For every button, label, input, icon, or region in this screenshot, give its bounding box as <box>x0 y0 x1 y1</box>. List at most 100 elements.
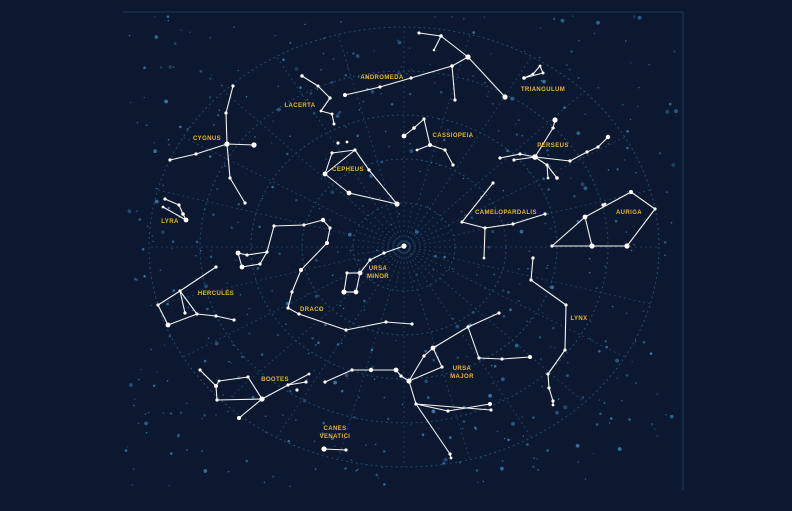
background-star <box>332 58 335 60</box>
background-star <box>377 477 380 479</box>
pole-line <box>394 246 405 291</box>
background-star <box>138 218 142 221</box>
background-star <box>542 312 544 314</box>
pole-line <box>403 246 453 263</box>
background-star <box>408 47 411 49</box>
hercules-line <box>167 313 198 326</box>
background-star <box>555 410 559 415</box>
background-star <box>276 333 280 337</box>
background-star <box>491 103 494 105</box>
background-star <box>144 421 149 426</box>
ursa-major-star <box>422 354 426 358</box>
background-star <box>390 223 393 226</box>
background-star <box>171 240 175 243</box>
background-star <box>324 323 327 327</box>
background-star <box>599 412 602 416</box>
background-star <box>491 230 495 233</box>
background-star <box>532 416 535 419</box>
background-star <box>162 184 164 186</box>
background-star <box>172 289 176 292</box>
background-star <box>277 85 280 88</box>
background-star <box>477 266 480 268</box>
hercules-star <box>195 312 199 316</box>
background-star <box>340 389 344 393</box>
background-star <box>209 36 212 39</box>
draco-line <box>237 252 243 268</box>
background-star <box>352 52 355 55</box>
ursa-major-star <box>449 456 453 460</box>
background-star <box>355 54 360 58</box>
background-star <box>162 412 165 414</box>
cepheus-line <box>348 192 398 205</box>
background-star <box>668 102 672 106</box>
background-star <box>406 72 408 75</box>
background-star <box>413 280 415 282</box>
background-star <box>526 443 529 446</box>
background-star <box>166 15 170 18</box>
andromeda-line <box>344 86 381 96</box>
background-star <box>237 203 241 206</box>
hour-line <box>157 257 355 305</box>
background-star <box>546 264 549 267</box>
background-star <box>642 310 645 312</box>
background-star <box>581 396 585 399</box>
background-star <box>462 420 466 423</box>
background-star <box>143 66 146 70</box>
background-star <box>154 199 159 204</box>
ursa-minor-line <box>369 252 385 261</box>
ursa-major-star <box>466 325 470 329</box>
background-star <box>171 247 173 250</box>
background-star <box>622 104 624 106</box>
background-stars <box>124 15 678 488</box>
background-star <box>673 50 676 53</box>
background-star <box>318 308 322 311</box>
background-star <box>152 240 154 243</box>
background-star <box>144 413 147 415</box>
constellation-lacerta <box>300 74 336 126</box>
background-star <box>434 82 436 84</box>
background-star <box>431 409 436 414</box>
background-star <box>337 112 340 115</box>
bootes-star <box>304 380 308 384</box>
cygnus-star <box>224 111 228 115</box>
background-star <box>216 187 219 191</box>
background-star <box>347 67 349 69</box>
hercules-star <box>156 303 160 307</box>
andromeda-line <box>440 35 469 58</box>
background-star <box>642 341 646 344</box>
background-star <box>566 374 569 377</box>
background-star <box>295 419 297 421</box>
background-star <box>532 465 535 469</box>
background-star <box>167 19 170 22</box>
background-star <box>426 396 430 399</box>
auriga-line <box>626 208 656 247</box>
canes-venatici-star <box>344 448 348 452</box>
background-star <box>362 205 364 207</box>
background-star <box>168 143 170 146</box>
background-star <box>629 118 632 121</box>
background-star <box>141 248 145 251</box>
background-star <box>549 227 552 230</box>
background-star <box>521 134 524 137</box>
lacerta-line <box>320 97 331 112</box>
background-star <box>584 478 587 480</box>
background-star <box>576 131 581 136</box>
background-star <box>320 177 323 180</box>
background-star <box>241 355 244 359</box>
background-star <box>133 277 137 281</box>
background-star <box>424 349 427 353</box>
ursa-minor-star <box>345 271 349 275</box>
camelopardalis-line <box>461 182 494 223</box>
background-star <box>337 251 339 253</box>
background-star <box>611 305 614 308</box>
background-star <box>526 320 528 323</box>
background-star <box>282 58 285 61</box>
background-star <box>356 134 360 137</box>
cygnus-star <box>251 142 257 148</box>
bootes-line <box>215 385 218 401</box>
constellation-ursa-major <box>323 311 532 460</box>
ursa-major-line <box>415 403 449 412</box>
background-star <box>528 250 531 253</box>
ursa-major-star <box>350 368 354 372</box>
background-star <box>256 267 260 270</box>
